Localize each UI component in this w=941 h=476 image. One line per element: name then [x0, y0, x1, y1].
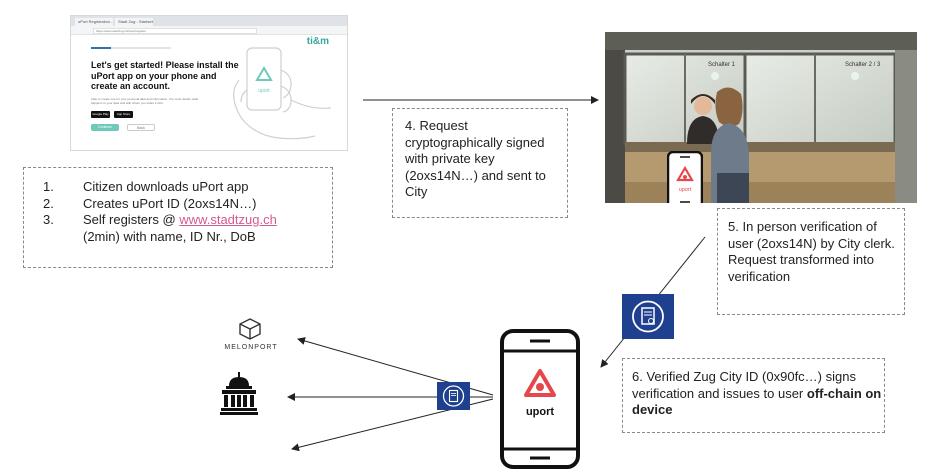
- government-building-icon: [220, 372, 258, 415]
- browser-tab-1[interactable]: uPort Registration - Zug: [75, 18, 113, 26]
- steps-box: 1. Citizen downloads uPort app 2. Creates …: [23, 167, 333, 268]
- browser-address-bar: https://www.stadtzug.ch/uport/register: [71, 26, 347, 35]
- verification-text: 5. In person verification of user (2oxs1…: [728, 219, 895, 284]
- step-number: 3.: [43, 212, 54, 227]
- document-badge-small: [437, 382, 470, 410]
- browser-tab-bar: uPort Registration - Zug Stadt Zug - Sta…: [71, 16, 347, 26]
- counter-sign-1: Schalter 1: [708, 62, 736, 68]
- melonport-label: MELONPORT: [224, 344, 278, 351]
- issue-text-bold: off-chain on device: [632, 385, 882, 418]
- step-text-post: (2min) with name, ID Nr., DoB: [83, 228, 256, 244]
- hand-phone-illustration: uport: [233, 47, 332, 140]
- page-headline: Let's get started! Please install the uP…: [91, 60, 239, 91]
- issue-text-main: 6. Verified Zug City ID (0x90fc…) signs …: [632, 369, 856, 401]
- issue-box: 6. Verified Zug City ID (0x90fc…) signs …: [622, 358, 885, 433]
- step-number: 2.: [43, 195, 54, 211]
- step-text-pre: Self registers @: [83, 212, 180, 227]
- stadtzug-link[interactable]: www.stadtzug.ch: [179, 212, 277, 227]
- verification-box: 5. In person verification of user (2oxs1…: [717, 208, 905, 315]
- progress-bar-track: [111, 47, 171, 49]
- step-text: Creates uPort ID (2oxs14N…): [83, 195, 257, 211]
- instruction-text: After to create one for your personal da…: [91, 97, 199, 105]
- step-item: 2. Creates uPort ID (2oxs14N…): [34, 196, 324, 213]
- brand-logo: ti&m: [306, 36, 329, 47]
- issue-text: 6. Verified Zug City ID (0x90fc…) signs …: [632, 369, 882, 419]
- continue-button[interactable]: Continue: [91, 124, 119, 131]
- phone-app-label: uport: [258, 88, 270, 94]
- phone-large-icon: uport: [500, 329, 580, 469]
- phone-large-label: uport: [526, 406, 554, 418]
- step-item: 3. Self registers @ www.stadtzug.ch(2min)…: [34, 212, 324, 245]
- counter-sign-2: Schalter 2 / 3: [845, 62, 881, 68]
- signed-document-badge: [622, 294, 674, 339]
- browser-screenshot: uPort Registration - Zug Stadt Zug - Sta…: [70, 15, 348, 151]
- progress-bar-fill: [91, 47, 111, 49]
- browser-tab-2[interactable]: Stadt Zug - Startseite: [115, 18, 153, 26]
- phone-small-icon: uport: [667, 151, 703, 203]
- step-item: 1. Citizen downloads uPort app: [34, 179, 324, 196]
- melonport-cube-icon: [239, 318, 261, 340]
- request-text: 4. Request cryptographically signed with…: [405, 118, 546, 199]
- google-play-badge[interactable]: Google Play: [91, 111, 110, 118]
- phone-small-label: uport: [679, 187, 692, 193]
- step-text: Citizen downloads uPort app: [83, 179, 249, 194]
- back-button[interactable]: Back: [127, 124, 155, 131]
- steps-list: 1. Citizen downloads uPort app 2. Creates …: [34, 179, 324, 245]
- request-box: 4. Request cryptographically signed with…: [392, 108, 568, 218]
- app-store-badge[interactable]: App Store: [114, 111, 133, 118]
- city-office-photo: Schalter 1 Schalter 2 / 3 uport: [605, 32, 917, 203]
- step-number: 1.: [43, 179, 54, 194]
- address-field[interactable]: https://www.stadtzug.ch/uport/register: [93, 28, 257, 34]
